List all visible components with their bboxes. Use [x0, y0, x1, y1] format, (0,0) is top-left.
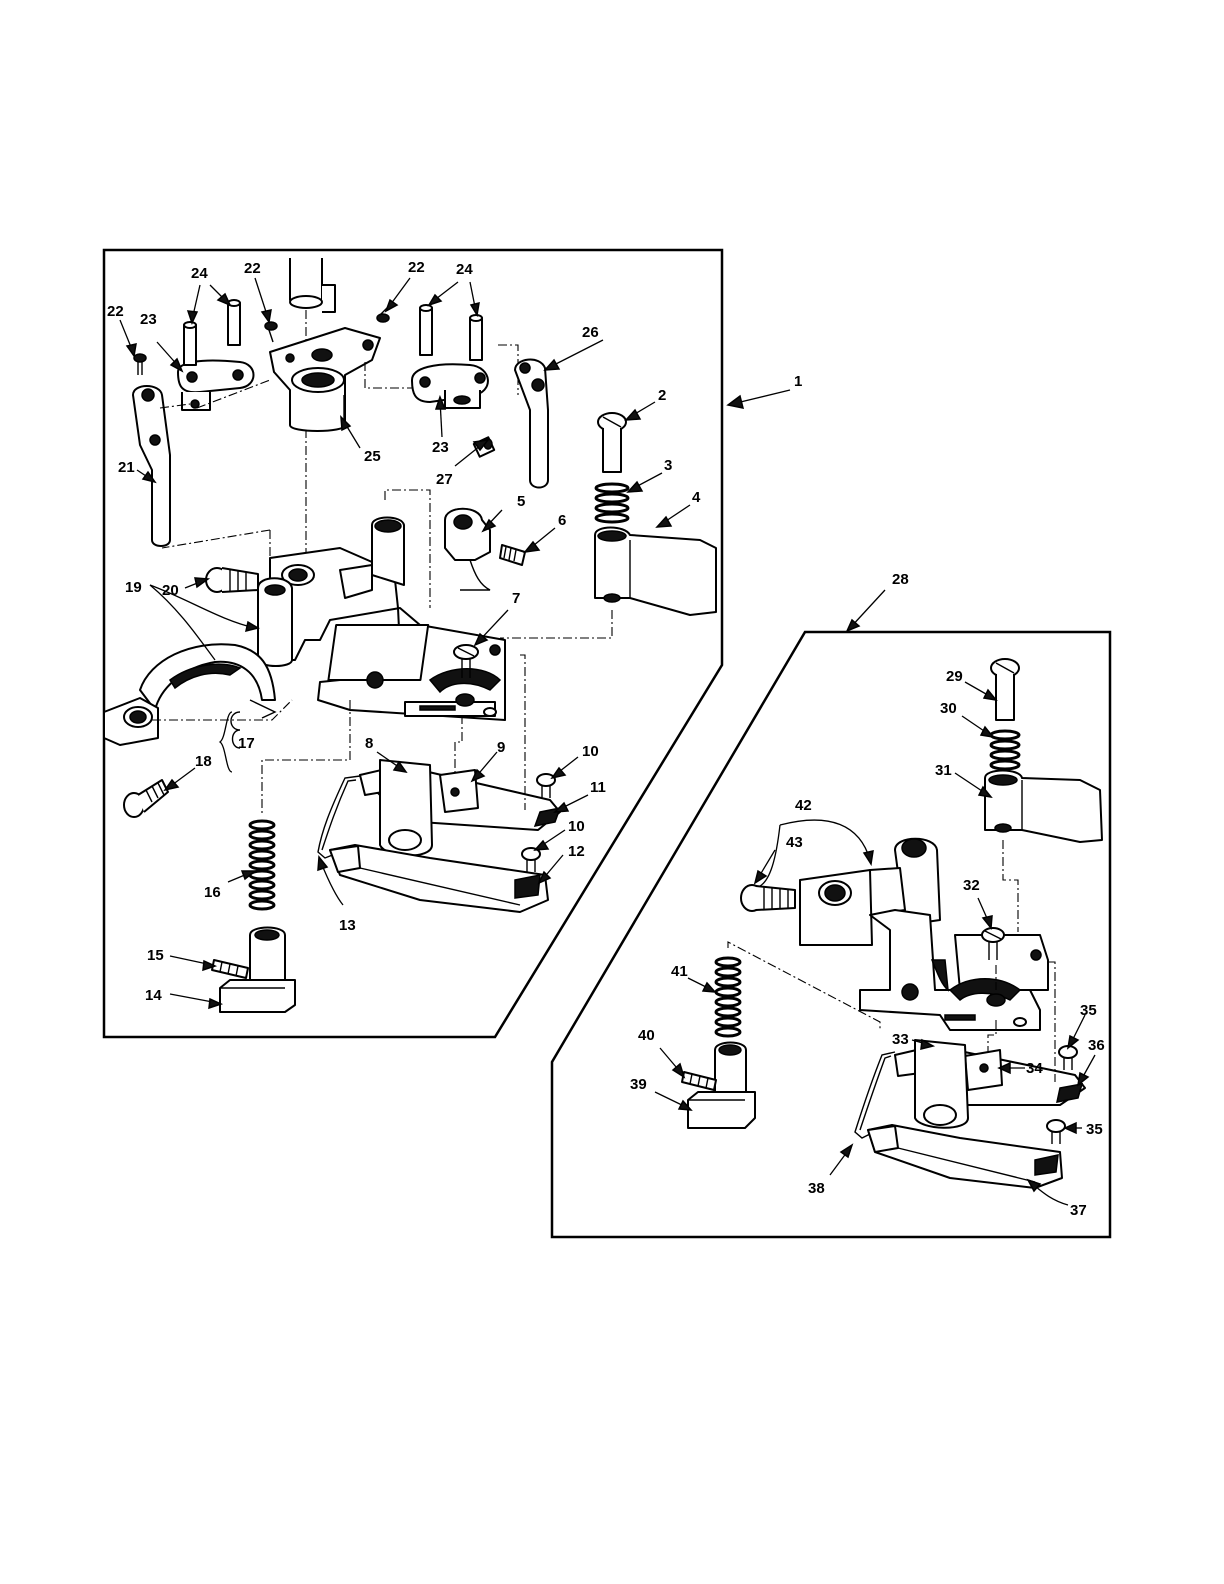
callout-39: 39	[630, 1076, 647, 1093]
callout-29: 29	[946, 668, 963, 685]
callout-41: 41	[671, 963, 688, 980]
callout-12: 12	[568, 843, 585, 860]
callout-21: 21	[118, 459, 135, 476]
callout-22-left: 22	[107, 303, 124, 320]
callout-2: 2	[658, 387, 666, 404]
callout-40: 40	[638, 1027, 655, 1044]
callout-15: 15	[147, 947, 164, 964]
lever-31	[985, 771, 1102, 843]
link-23-left	[178, 360, 254, 410]
callout-11: 11	[590, 779, 606, 796]
screw-35-upper	[1059, 1046, 1077, 1070]
callout-22-center: 22	[244, 260, 261, 277]
callout-6: 6	[558, 512, 566, 529]
presser-foot-body-42	[800, 839, 1048, 1030]
screw-40	[682, 1072, 716, 1090]
screw-22-left	[134, 354, 146, 375]
lever-4	[595, 528, 716, 616]
callout-43: 43	[786, 834, 803, 851]
callout-4: 4	[692, 489, 701, 506]
callout-10-lower: 10	[568, 818, 585, 835]
screw-10-lower	[522, 848, 540, 872]
screw-2	[598, 413, 626, 472]
bar-21	[133, 386, 170, 546]
callout-18: 18	[195, 753, 212, 770]
callout-37: 37	[1070, 1202, 1087, 1219]
callout-22-right: 22	[408, 259, 425, 276]
callout-35-upper: 35	[1080, 1002, 1097, 1019]
screw-35-lower	[1047, 1120, 1065, 1144]
spring-41	[716, 958, 740, 1036]
callout-33: 33	[892, 1031, 909, 1048]
presser-bar-bracket-25	[270, 328, 380, 431]
callout-35-lower: 35	[1086, 1121, 1103, 1138]
bar-26	[515, 360, 548, 488]
callout-20: 20	[162, 582, 179, 599]
callout-24-left: 24	[191, 265, 208, 282]
callout-25: 25	[364, 448, 381, 465]
hinge-plate-8	[380, 760, 432, 856]
pins-24-right	[420, 305, 482, 360]
callout-32: 32	[963, 877, 980, 894]
screw-6	[500, 545, 525, 565]
callout-7: 7	[512, 590, 520, 607]
callout-10-upper: 10	[582, 743, 599, 760]
screw-20	[206, 568, 258, 592]
callout-27: 27	[436, 471, 453, 488]
callout-31: 31	[935, 762, 952, 779]
callout-16: 16	[204, 884, 221, 901]
spring-3	[596, 484, 628, 522]
callout-5: 5	[517, 493, 525, 510]
callout-28: 28	[892, 571, 909, 588]
callout-17: 17	[238, 735, 255, 752]
foot-37	[868, 1125, 1062, 1188]
callout-23-right: 23	[432, 439, 449, 456]
arm-17	[104, 644, 275, 745]
spring-16	[250, 821, 274, 909]
screw-18	[124, 780, 168, 817]
callout-14: 14	[145, 987, 162, 1004]
collar-5	[445, 509, 490, 590]
screw-15	[212, 960, 248, 978]
screw-43	[741, 885, 795, 911]
callout-3: 3	[664, 457, 672, 474]
callout-19: 19	[125, 579, 142, 596]
foot-12	[330, 845, 548, 912]
callout-9: 9	[497, 739, 505, 756]
screw-22-center	[265, 322, 277, 342]
brace-17	[220, 712, 232, 772]
callout-30: 30	[940, 700, 957, 717]
callout-34: 34	[1026, 1060, 1043, 1077]
link-23-right	[412, 364, 488, 408]
presser-bar	[290, 258, 335, 312]
spring-30	[991, 731, 1019, 769]
callout-24-right: 24	[456, 261, 473, 278]
callout-13: 13	[339, 917, 356, 934]
callout-42: 42	[795, 797, 812, 814]
screw-29	[991, 659, 1019, 720]
callout-8: 8	[365, 735, 373, 752]
callout-26: 26	[582, 324, 599, 341]
callout-23-left: 23	[140, 311, 157, 328]
hinge-plate-33	[915, 1040, 968, 1128]
pins-24-left	[184, 300, 240, 365]
callout-38: 38	[808, 1180, 825, 1197]
callout-36: 36	[1088, 1037, 1105, 1054]
callout-1: 1	[794, 373, 802, 390]
